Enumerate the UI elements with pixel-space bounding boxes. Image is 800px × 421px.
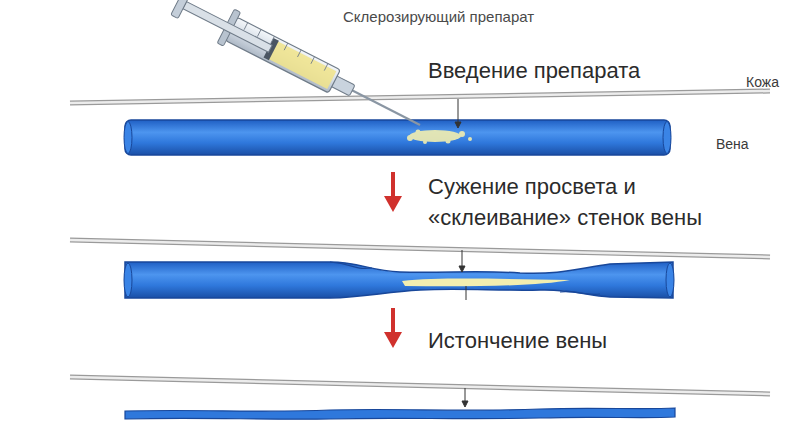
step-label: Сужение просвета и «склеивание» стенок в… bbox=[428, 171, 738, 233]
step-arrow bbox=[384, 172, 402, 348]
vein-thinned bbox=[125, 408, 675, 419]
skin-label: Кожа bbox=[746, 74, 796, 91]
vein-label: Вена bbox=[716, 136, 786, 153]
step-label: Введение препарата bbox=[428, 58, 758, 84]
drug-label: Склерозирующий препарат bbox=[343, 8, 603, 26]
step-label: Истончение вены bbox=[428, 328, 758, 354]
vein-narrowed bbox=[124, 262, 674, 298]
skin-line bbox=[70, 91, 770, 394]
leader-line bbox=[455, 99, 468, 407]
sclerosant-fill bbox=[402, 279, 570, 287]
sclerosant-spots bbox=[407, 130, 472, 145]
vein-full bbox=[124, 120, 671, 155]
